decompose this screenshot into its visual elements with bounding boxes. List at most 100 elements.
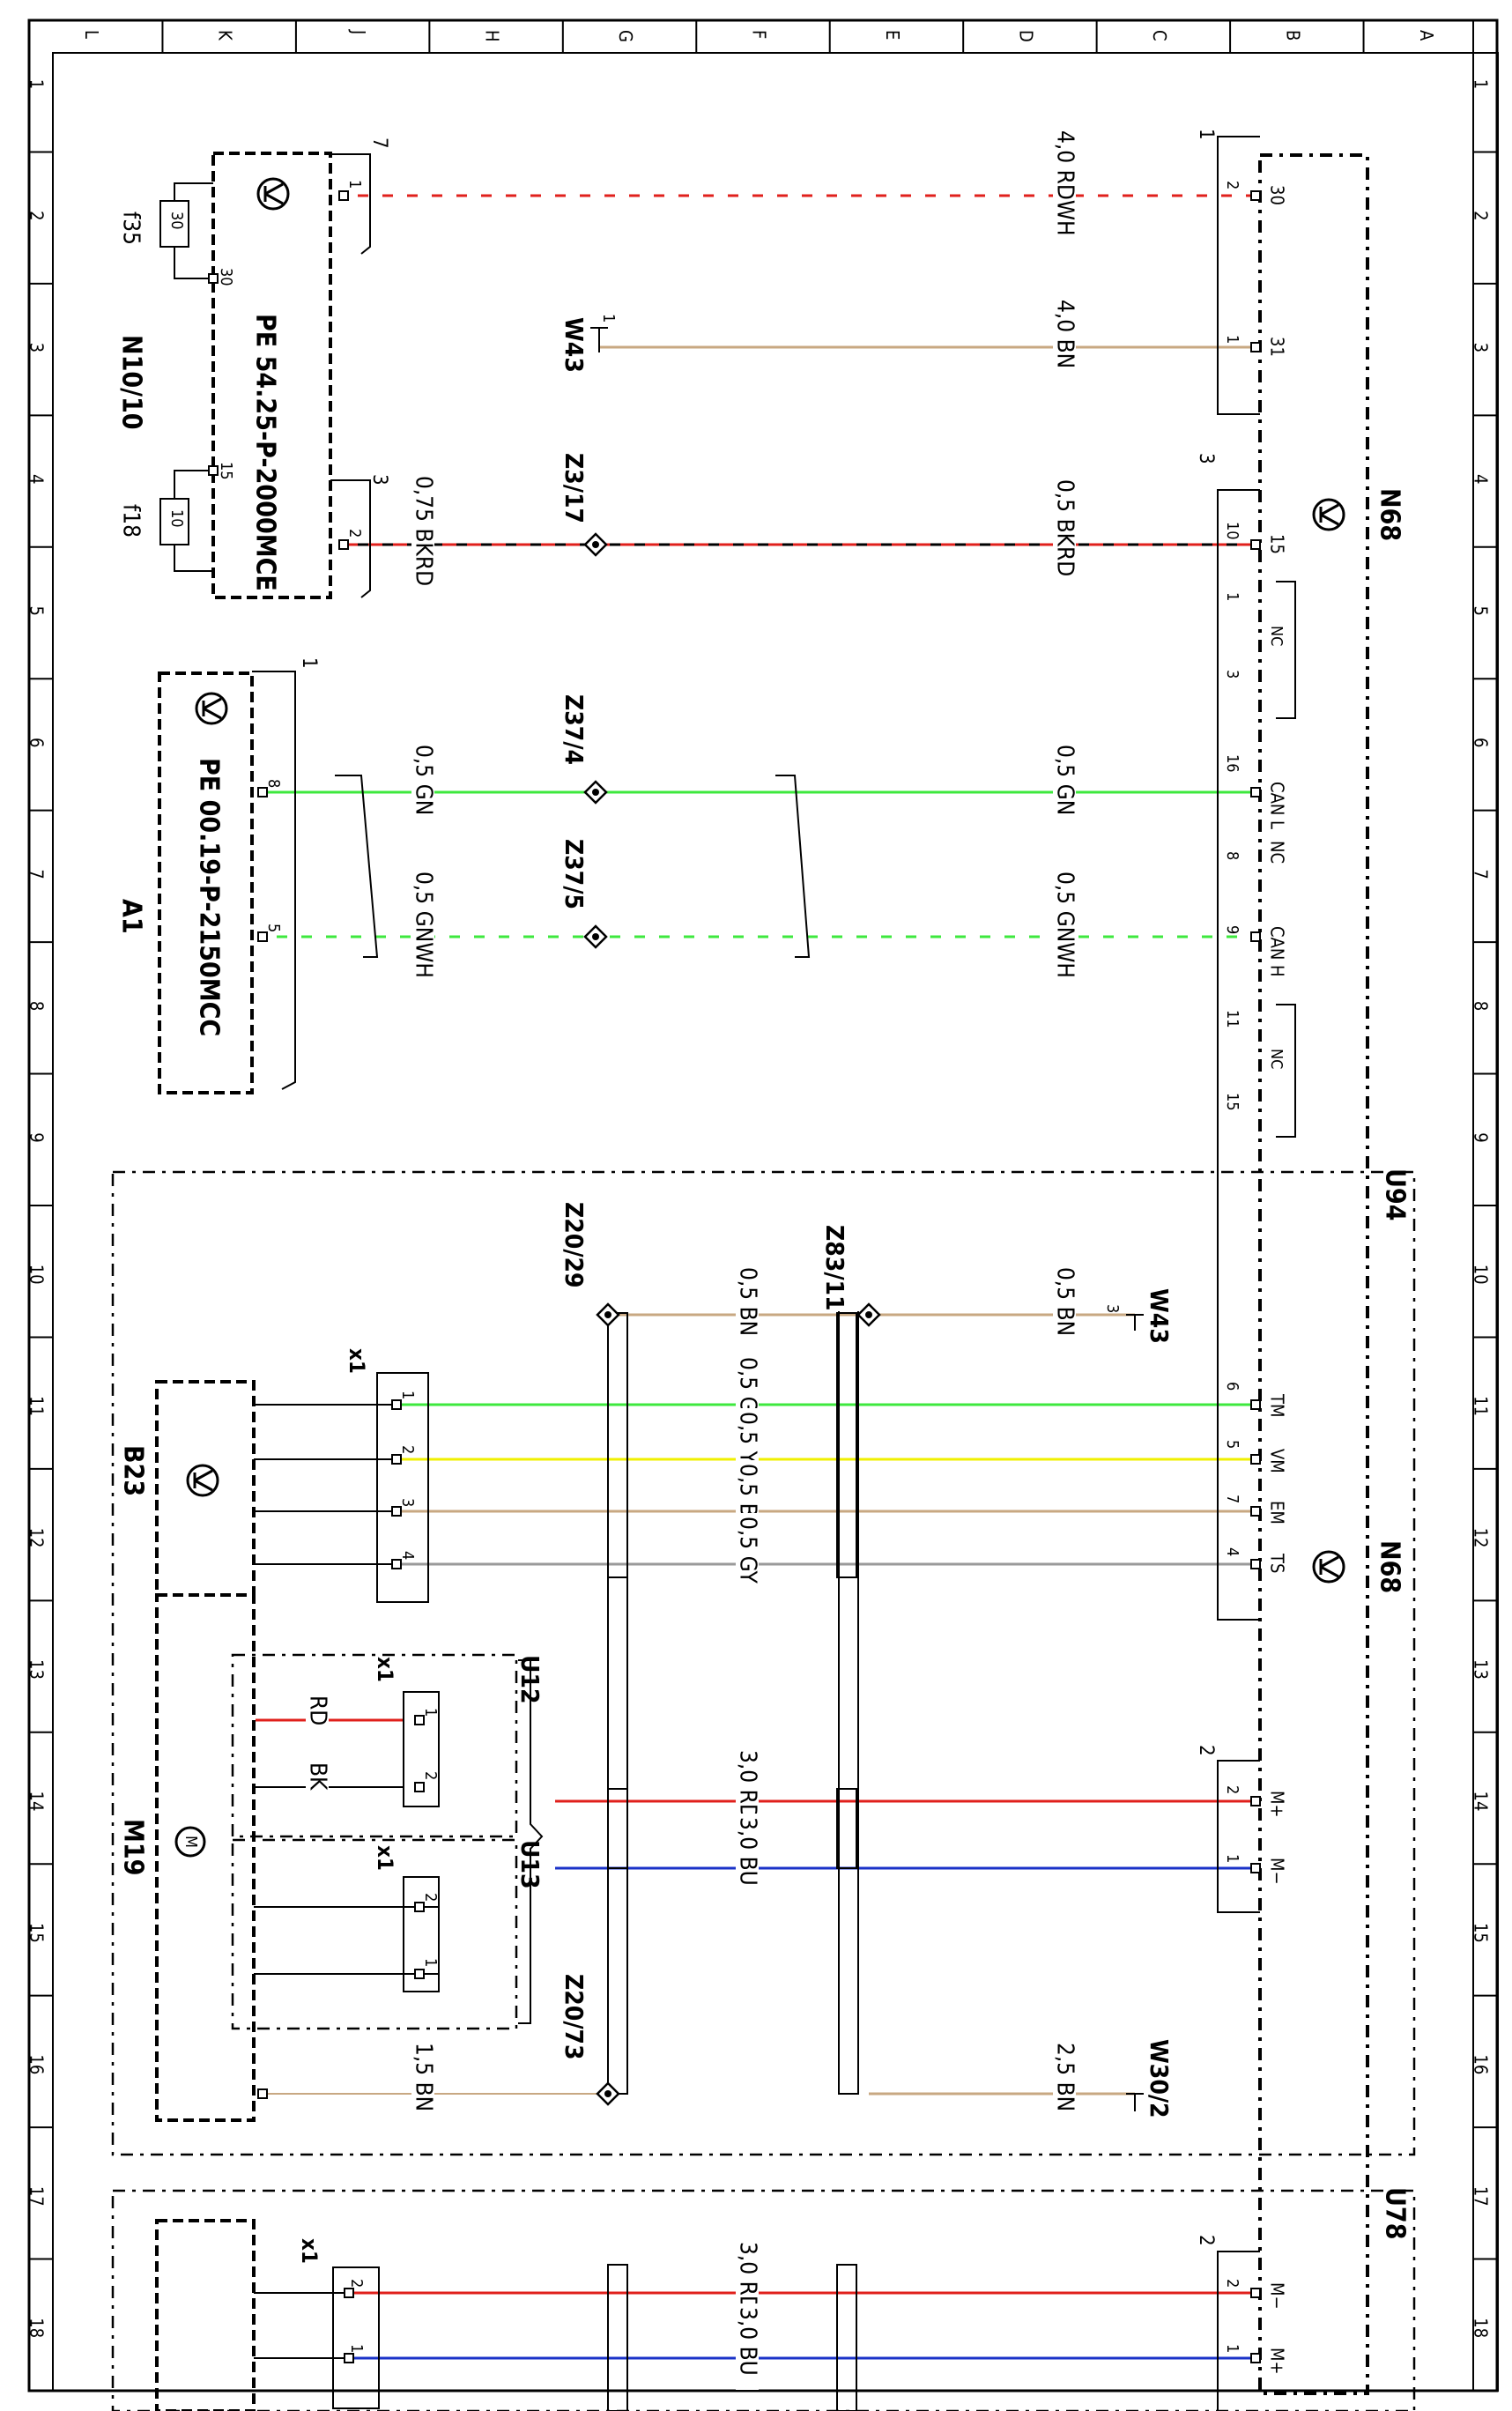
wire-label-bg xyxy=(411,741,434,827)
x1-u13 xyxy=(403,1876,440,1992)
harness-z8311 xyxy=(838,1311,859,2095)
n68-symbol-2-c xyxy=(1320,1555,1339,1569)
n10-symbol xyxy=(256,177,290,211)
n68-pin-name: TM xyxy=(1267,1393,1288,1418)
n68-pin-terminal xyxy=(1250,1454,1261,1465)
row-number-left: 13 xyxy=(26,1659,48,1680)
nc-bracket xyxy=(1276,1004,1296,1138)
splice-label: Z20/73 xyxy=(560,1974,589,2060)
row-number-right: 15 xyxy=(1471,1923,1492,1943)
wire-label: 4,0 BN xyxy=(1052,300,1078,368)
fuse-label: f18 xyxy=(118,504,145,538)
motor-m19 xyxy=(155,1593,256,2122)
box-u13 xyxy=(231,1838,518,2030)
x1-b23-terminal xyxy=(391,1454,402,1465)
column-letter: D xyxy=(1015,30,1036,42)
n68-pin-number: 2 xyxy=(1223,1785,1241,1794)
column-letter: G xyxy=(615,30,636,42)
wire-label-bg xyxy=(736,1513,759,1599)
a1-label: A1 xyxy=(116,899,147,934)
n68-pin-number: 1 xyxy=(1223,1854,1241,1863)
row-number-right: 13 xyxy=(1471,1659,1492,1680)
row-number-right: 11 xyxy=(1471,1396,1492,1416)
n68-pin-number: 1 xyxy=(1223,2344,1241,2353)
x1-b23-terminal xyxy=(391,1399,402,1410)
n68-pin-terminal xyxy=(1250,2288,1261,2298)
x1-pin-number: 2 xyxy=(347,2279,366,2288)
components-layer: M xyxy=(111,136,1416,2411)
box-u94 xyxy=(111,1170,1416,2156)
module-n68 xyxy=(1258,153,1369,2395)
connector-number: 3 xyxy=(1195,453,1217,464)
outer-border xyxy=(27,19,1499,2392)
n68-label: N68 xyxy=(1375,1540,1405,1593)
x1-u12-terminal xyxy=(414,1782,425,1792)
a1-pin-terminal xyxy=(257,931,268,942)
u12-u13-brace xyxy=(518,1659,544,2024)
x1-u78 xyxy=(332,2266,380,2409)
fuse-pin: 15 xyxy=(217,462,235,480)
x1-b23-terminal xyxy=(391,1506,402,1517)
a1-symbol-c xyxy=(203,697,222,710)
row-number-left: 1 xyxy=(26,79,48,89)
ground-label: W30/2 xyxy=(1145,2039,1174,2118)
fuse-rating: 10 xyxy=(167,509,186,528)
n68-pin-name: M− xyxy=(1267,1858,1288,1885)
nc-bracket xyxy=(1276,581,1296,719)
splice-label: Z37/4 xyxy=(560,694,589,765)
n68-pin-terminal xyxy=(1250,342,1261,352)
wire-label: 3,0 BU xyxy=(735,1817,761,1886)
n68-pin-name: 31 xyxy=(1267,337,1288,357)
n68-pin-number: 2 xyxy=(1223,181,1241,189)
harness-sleeve xyxy=(607,2264,628,2411)
nc-label: NC xyxy=(1267,626,1286,646)
fuse-f18-leads xyxy=(174,470,213,572)
n68-pin-number: 3 xyxy=(1223,670,1241,679)
wire-label-bg xyxy=(1053,296,1076,382)
splice-label: Z37/5 xyxy=(560,839,589,909)
connector-number: 2 xyxy=(1195,1745,1217,1756)
wire-label-bg xyxy=(736,1814,759,1900)
wire-label: 0,5 GY xyxy=(735,1517,761,1584)
splice-1-dot xyxy=(592,789,599,796)
column-letter: H xyxy=(482,30,503,42)
x1-pin-number: 1 xyxy=(398,1391,417,1399)
wire-label: 2,5 BN xyxy=(1052,2043,1078,2111)
splice-3-dot xyxy=(604,1311,611,1318)
wire-label: BK xyxy=(305,1762,331,1791)
b23-symbol xyxy=(186,1464,219,1497)
n68-pin-name: TS xyxy=(1267,1553,1288,1573)
column-letter: K xyxy=(215,30,236,41)
u13-label: U13 xyxy=(515,1840,545,1889)
n68-symbol-e xyxy=(1320,513,1339,526)
row-number-left: 5 xyxy=(26,606,48,616)
n10-pin-number: 2 xyxy=(345,529,364,538)
fuse-f18-terminal xyxy=(208,465,219,476)
module-a1 xyxy=(158,671,254,1094)
conn-n10-1 xyxy=(330,153,371,255)
x1-label: x1 xyxy=(373,1845,397,1871)
n68-pin-number: 5 xyxy=(1223,1440,1241,1449)
wire-label-bg xyxy=(1053,476,1076,587)
column-letter: A xyxy=(1416,30,1437,41)
n68-symbol xyxy=(1312,498,1345,531)
x1-pin-number: 3 xyxy=(398,1498,417,1507)
n10-pin-terminal xyxy=(338,539,349,550)
wire-label: 0,5 BKRD xyxy=(1052,479,1078,576)
wire-label: 1,5 BN xyxy=(411,2043,437,2111)
wire-label: 0,5 GN xyxy=(1052,745,1078,815)
row-number-left: 15 xyxy=(26,1923,48,1943)
x1-u78-terminal xyxy=(344,2353,354,2363)
module-n10 xyxy=(211,152,332,599)
box-u12 xyxy=(231,1653,518,1838)
harness-sleeve xyxy=(607,1312,628,1578)
n68-pin-name: CAN L xyxy=(1267,782,1288,829)
connector-number: 2 xyxy=(1195,2235,1217,2246)
n68-pin-number: 2 xyxy=(1223,2279,1241,2288)
conn-a1 xyxy=(252,671,296,1090)
conn-n10-3 xyxy=(330,479,371,598)
b23-label: B23 xyxy=(118,1445,149,1496)
wire-label-bg xyxy=(1053,868,1076,979)
wire-label: 3,0 BU xyxy=(735,2307,761,2376)
